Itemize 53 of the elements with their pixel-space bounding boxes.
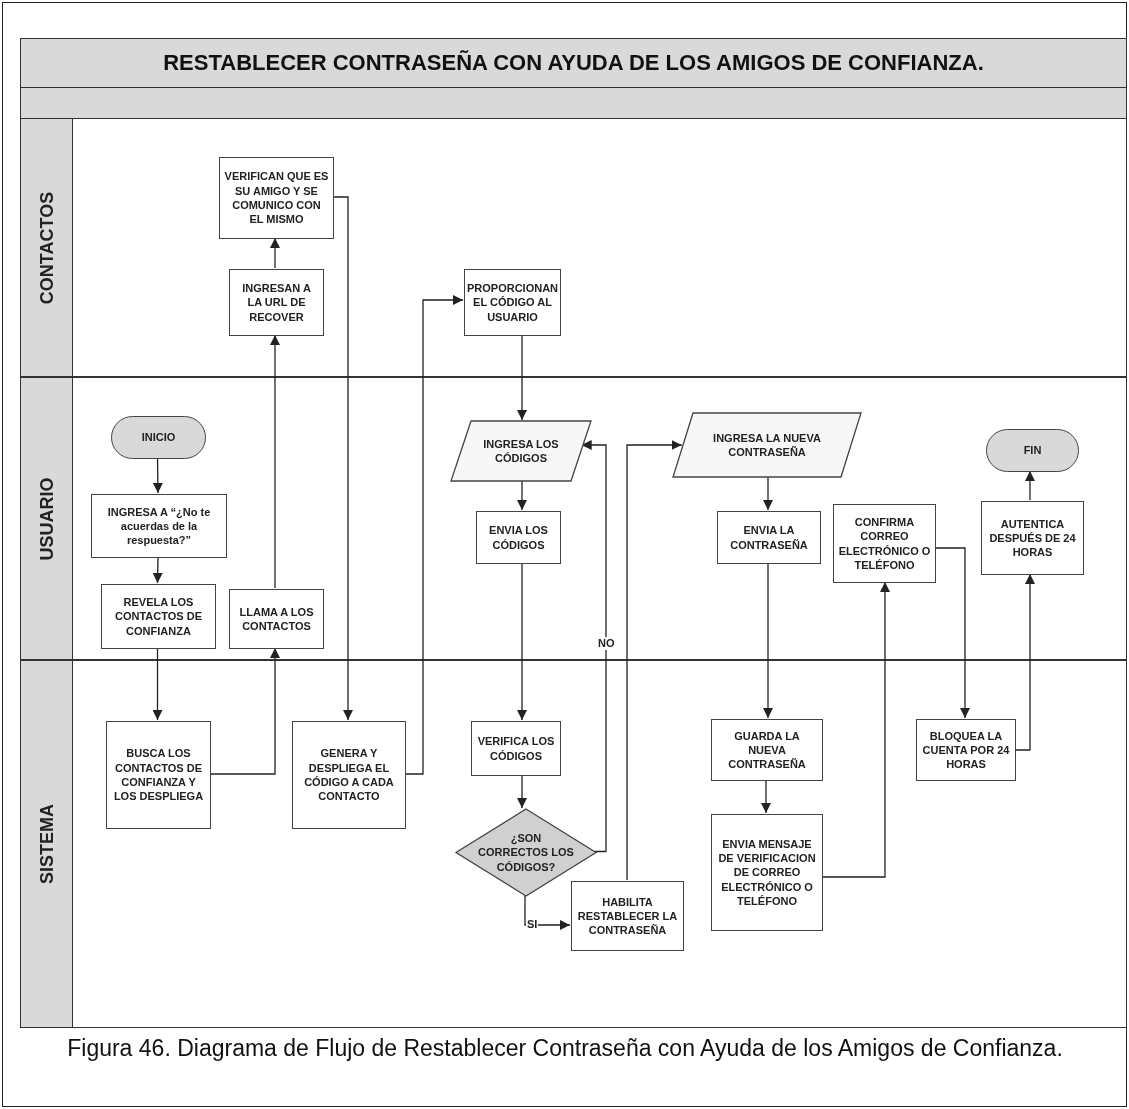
lane-label: SISTEMA bbox=[36, 804, 57, 884]
process-box: GENERA Y DESPLIEGA EL CÓDIGO A CADA CONTACTO bbox=[292, 721, 406, 829]
swimlane bbox=[20, 377, 1127, 660]
swimlane bbox=[20, 118, 1127, 377]
process-box: VERIFICA LOS CÓDIGOS bbox=[471, 721, 561, 776]
input-parallelogram: INGRESA LOS CÓDIGOS bbox=[451, 421, 591, 481]
edge-label: NO bbox=[597, 637, 616, 651]
process-box: GUARDA LA NUEVA CONTRASEÑA bbox=[711, 719, 823, 781]
process-box: ENVIA MENSAJE DE VERIFICACION DE CORREO ELECTRÓNICO O TELÉFONO bbox=[711, 814, 823, 931]
process-box: LLAMA A LOS CONTACTOS bbox=[229, 589, 324, 649]
diagram-title: RESTABLECER CONTRASEÑA CON AYUDA DE LOS AMIGOS DE CONFIANZA. bbox=[20, 38, 1127, 88]
arrow bbox=[763, 475, 773, 511]
lane-label: CONTACTOS bbox=[36, 191, 57, 304]
arrow bbox=[763, 562, 773, 719]
process-box: VERIFICAN QUE ES SU AMIGO Y SE COMUNICO CON EL MISMO bbox=[219, 157, 334, 239]
process-box: HABILITA RESTABLECER LA CONTRASEÑA bbox=[571, 881, 684, 951]
arrow bbox=[1014, 573, 1035, 751]
arrow bbox=[404, 295, 464, 775]
input-parallelogram: INGRESA LA NUEVA CONTRASEÑA bbox=[673, 413, 861, 477]
arrow bbox=[761, 779, 771, 814]
arrow bbox=[517, 479, 527, 511]
arrow bbox=[152, 556, 163, 584]
arrow bbox=[934, 547, 970, 719]
process-box: BUSCA LOS CONTACTOS DE CONFIANZA Y LOS DESPLIEGA bbox=[106, 721, 211, 829]
arrow bbox=[209, 647, 280, 775]
process-box: INGRESAN A LA URL DE RECOVER bbox=[229, 269, 324, 336]
arrow bbox=[1025, 470, 1035, 501]
arrow bbox=[517, 334, 527, 421]
terminal-pill: FIN bbox=[986, 429, 1079, 472]
process-box: BLOQUEA LA CUENTA POR 24 HORAS bbox=[916, 719, 1016, 781]
arrow bbox=[517, 774, 527, 809]
decision-diamond: ¿SON CORRECTOS LOS CÓDIGOS? bbox=[456, 809, 596, 896]
process-box: AUTENTICA DESPUÉS DE 24 HORAS bbox=[981, 501, 1084, 575]
arrow bbox=[152, 457, 163, 494]
process-box: CONFIRMA CORREO ELECTRÓNICO O TELÉFONO bbox=[833, 504, 936, 583]
process-box: REVELA LOS CONTACTOS DE CONFIANZA bbox=[101, 584, 216, 649]
arrow bbox=[270, 334, 280, 589]
arrow bbox=[821, 581, 890, 878]
process-box: INGRESA A “¿No te acuerdas de la respuesta?” bbox=[91, 494, 227, 558]
arrow bbox=[270, 237, 280, 269]
arrow bbox=[152, 647, 163, 721]
lane-label: USUARIO bbox=[36, 477, 57, 560]
arrow bbox=[332, 196, 353, 721]
figure-caption: Figura 46. Diagrama de Flujo de Restablecer Contraseña con Ayuda de los Amigos de Confianza. bbox=[66, 1034, 1064, 1063]
arrow bbox=[581, 440, 607, 853]
terminal-pill: INICIO bbox=[111, 416, 206, 459]
arrow bbox=[524, 894, 571, 930]
arrow bbox=[626, 440, 683, 881]
arrow bbox=[517, 562, 527, 721]
process-box: ENVIA LOS CÓDIGOS bbox=[476, 511, 561, 564]
process-box: PROPORCIONAN EL CÓDIGO AL USUARIO bbox=[464, 269, 561, 336]
process-box: ENVIA LA CONTRASEÑA bbox=[717, 511, 821, 564]
swimlane bbox=[20, 660, 1127, 1028]
